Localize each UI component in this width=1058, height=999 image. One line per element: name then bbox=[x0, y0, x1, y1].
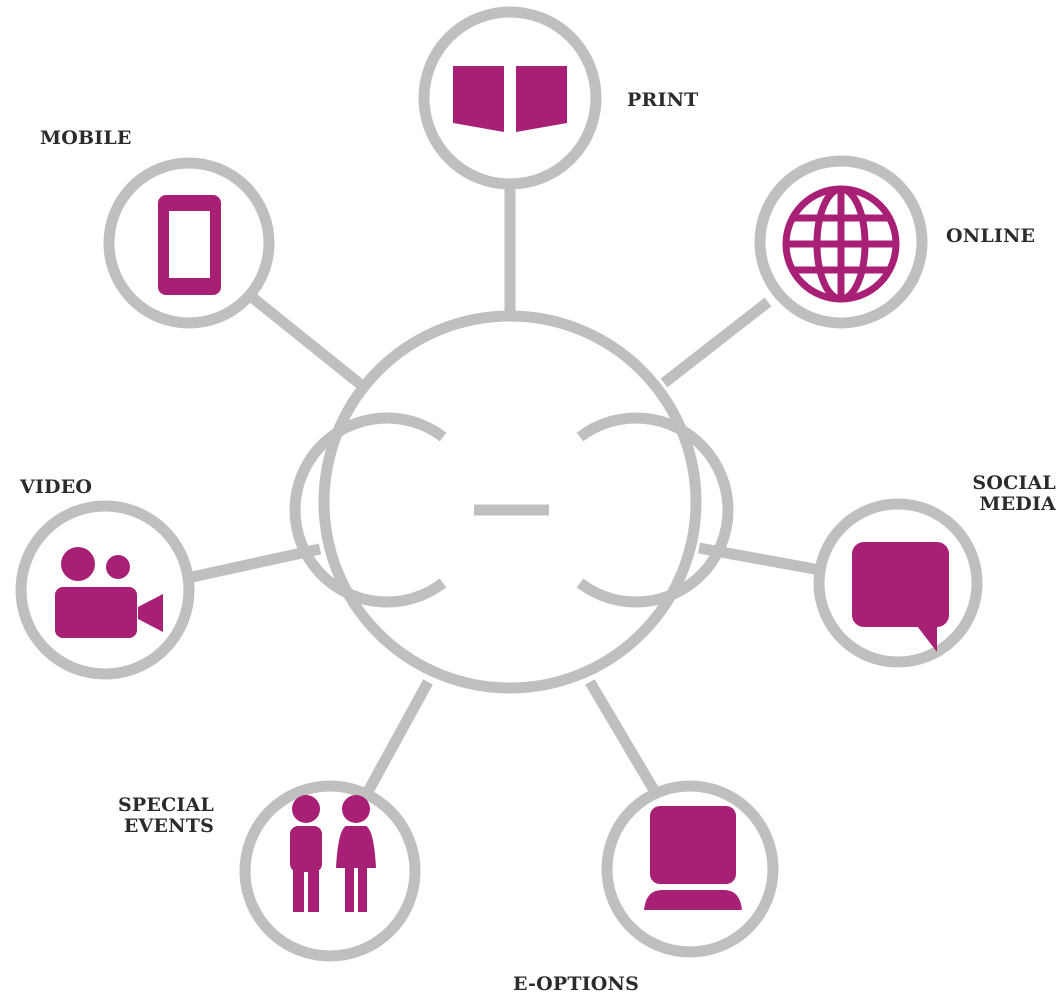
label-mobile-line: MOBILE bbox=[40, 127, 132, 149]
mobile-phone-icon bbox=[158, 195, 221, 295]
label-special-events: SPECIAL EVENTS bbox=[118, 795, 214, 837]
label-special-events-line-2: EVENTS bbox=[123, 815, 214, 837]
connectors bbox=[190, 183, 821, 800]
node-print-circle bbox=[418, 6, 602, 190]
node-mobile bbox=[103, 157, 275, 329]
connector-online bbox=[660, 297, 772, 388]
open-book-icon bbox=[453, 66, 567, 132]
node-online bbox=[754, 155, 928, 329]
connector-e-options bbox=[585, 679, 663, 800]
label-mobile: MOBILE bbox=[40, 128, 132, 149]
connector-mobile bbox=[244, 289, 364, 389]
node-social-media bbox=[813, 498, 983, 668]
hub-circle bbox=[318, 310, 702, 694]
speech-bubble-icon bbox=[852, 542, 949, 652]
label-social-media-line-1: SOCIAL bbox=[972, 472, 1056, 494]
label-video: VIDEO bbox=[20, 477, 92, 498]
people-icon bbox=[290, 795, 376, 912]
label-e-options-line: E-OPTIONS bbox=[513, 973, 640, 995]
globe-icon bbox=[782, 185, 900, 303]
node-special-events-circle bbox=[239, 780, 421, 962]
label-e-options: E-OPTIONS bbox=[513, 974, 639, 995]
double-c-logo-icon bbox=[289, 412, 734, 608]
node-special-events bbox=[239, 780, 421, 962]
label-print-line: PRINT bbox=[627, 89, 699, 111]
label-online: ONLINE bbox=[946, 226, 1035, 247]
label-social-media: SOCIAL MEDIA bbox=[972, 473, 1056, 515]
monitor-icon bbox=[644, 806, 742, 910]
node-print bbox=[418, 6, 602, 190]
label-social-media-line-2: MEDIA bbox=[979, 493, 1056, 515]
connector-special-events bbox=[360, 679, 433, 800]
connector-video bbox=[190, 543, 322, 583]
node-video bbox=[15, 500, 195, 680]
label-video-line: VIDEO bbox=[20, 476, 93, 498]
video-camera-icon bbox=[55, 547, 163, 638]
hub bbox=[289, 310, 734, 694]
label-online-line: ONLINE bbox=[946, 225, 1036, 247]
label-print: PRINT bbox=[627, 90, 698, 111]
label-special-events-line-1: SPECIAL bbox=[117, 794, 214, 816]
node-e-options bbox=[601, 780, 779, 958]
